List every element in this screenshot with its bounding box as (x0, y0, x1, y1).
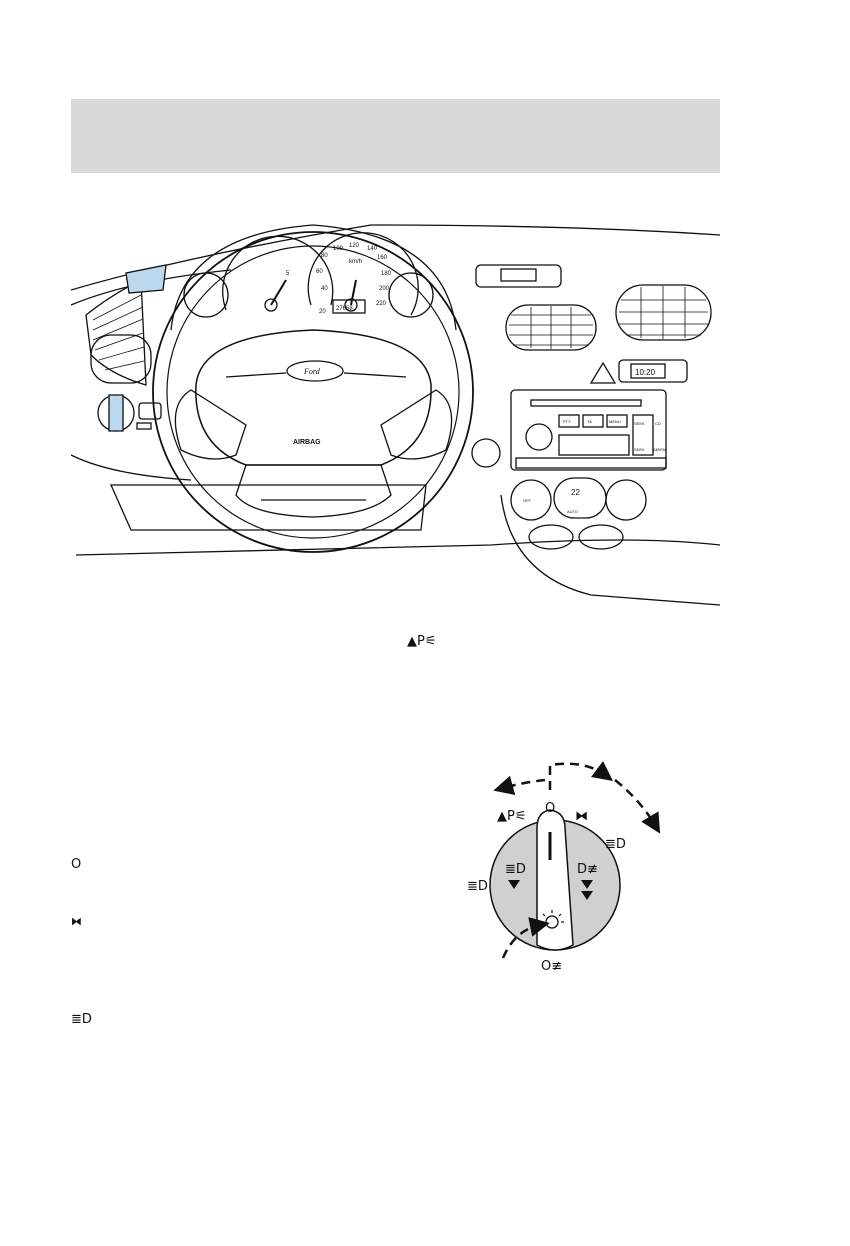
svg-text:220: 220 (376, 301, 387, 307)
headlamp-switch-diagram: O ▲P⚟ ⧓ ≣D ≣D D≢ ≣D O≢ (467, 761, 661, 974)
svg-text:80: 80 (321, 253, 328, 259)
svg-text:AIRBAG: AIRBAG (293, 439, 321, 446)
svg-text:22: 22 (571, 488, 580, 497)
svg-text:SEEK: SEEK (634, 421, 645, 426)
svg-text:100: 100 (333, 246, 344, 252)
svg-text:27658: 27658 (336, 306, 353, 312)
svg-text:AM/FM: AM/FM (653, 447, 666, 452)
svg-text:AUTO: AUTO (567, 509, 578, 514)
svg-text:60: 60 (316, 269, 323, 275)
svg-text:km/h: km/h (349, 259, 362, 265)
svg-text:20: 20 (319, 309, 326, 315)
svg-text:MENU: MENU (609, 419, 621, 424)
svg-text:⧓: ⧓ (575, 809, 588, 824)
svg-text:CD: CD (655, 421, 661, 426)
parking-lamps-symbol-icon: ▲P⚟ (407, 634, 437, 649)
svg-text:Ford: Ford (303, 367, 321, 376)
off-symbol-icon: O (71, 857, 82, 872)
svg-text:≣D: ≣D (467, 879, 488, 894)
svg-text:120: 120 (349, 243, 360, 249)
svg-text:▲P⚟: ▲P⚟ (497, 809, 527, 824)
headlamps-symbol-icon: ≣D (71, 1012, 92, 1027)
svg-text:200: 200 (379, 286, 390, 292)
dashboard-illustration: 5 20 40 60 80 100 120 140 160 180 200 22… (71, 224, 720, 606)
svg-text:5: 5 (286, 271, 290, 277)
svg-text:140: 140 (367, 246, 378, 252)
svg-text:PTY: PTY (563, 419, 571, 424)
svg-text:D≢: D≢ (577, 862, 598, 877)
svg-text:O: O (545, 801, 555, 816)
parking-lamps-symbol-icon: ⧓ (71, 915, 82, 928)
svg-text:180: 180 (381, 271, 392, 277)
svg-text:SEEK: SEEK (634, 447, 645, 452)
svg-text:10:20: 10:20 (635, 368, 656, 377)
svg-text:160: 160 (377, 255, 388, 261)
svg-text:OFF: OFF (523, 498, 532, 503)
svg-text:TA: TA (587, 419, 592, 424)
svg-text:≣D: ≣D (505, 862, 526, 877)
header-band (71, 99, 720, 173)
svg-text:≣D: ≣D (605, 837, 626, 852)
svg-text:O≢: O≢ (541, 959, 562, 974)
svg-text:40: 40 (321, 286, 328, 292)
